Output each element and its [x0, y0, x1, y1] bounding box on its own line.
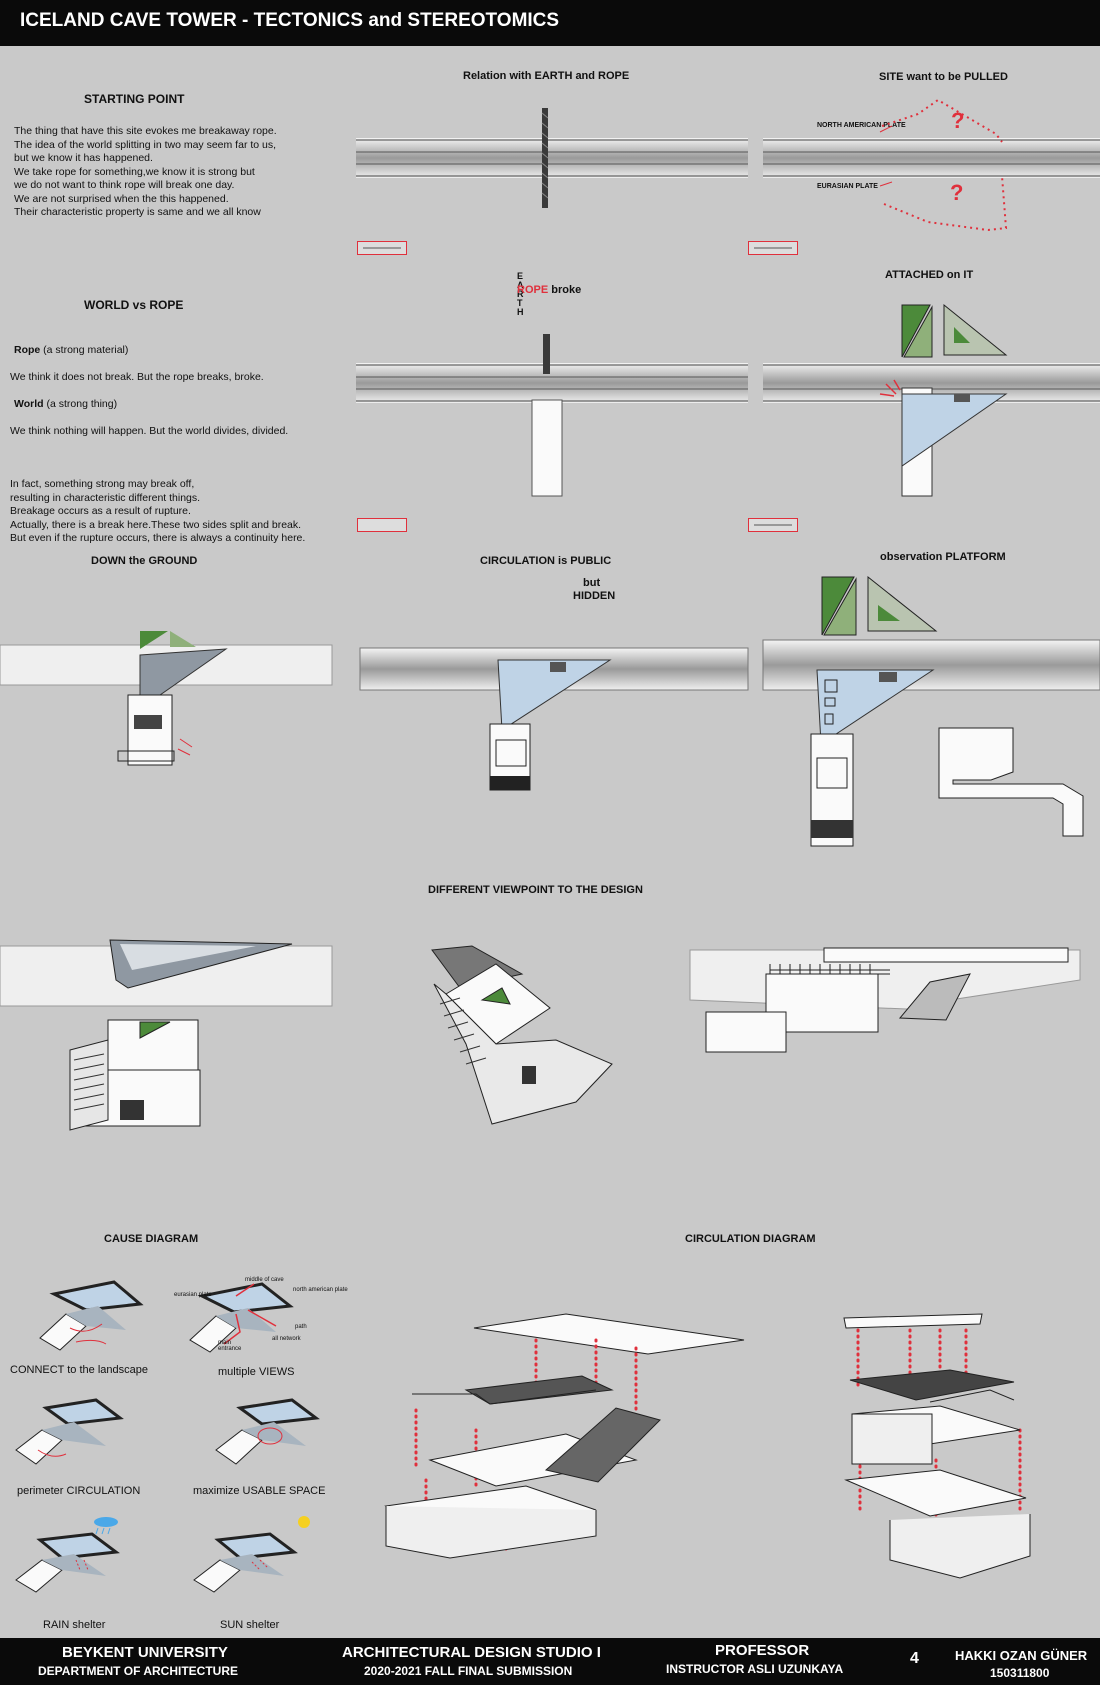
- annot-eurasian: eurasian plate: [174, 1292, 212, 1298]
- circulation-public-title: CIRCULATION is PUBLIC: [480, 555, 612, 567]
- cause-diagram-space: [215, 1398, 320, 1465]
- cause-caption-1: CONNECT to the landscape: [10, 1364, 148, 1376]
- rope-label: Rope: [14, 343, 41, 356]
- cause-diagram-perimeter: [15, 1398, 124, 1465]
- observation-drawing: [762, 639, 1100, 847]
- cause-diagram-connect: [39, 1280, 144, 1351]
- cause-diagram-sun: [193, 1516, 310, 1593]
- site-pulled-title: SITE want to be PULLED: [879, 71, 1008, 83]
- footer-professor: PROFESSOR: [715, 1642, 810, 1659]
- cause-diagram-rain: [15, 1517, 120, 1593]
- hidden-label: HIDDEN: [573, 590, 616, 602]
- but-label: but: [583, 577, 601, 589]
- rope-1: [541, 108, 549, 208]
- broke-word: broke: [548, 284, 582, 296]
- cause-caption-2: multiple VIEWS: [218, 1366, 295, 1378]
- north-plate-label: NORTH AMERICAN PLATE: [817, 122, 906, 129]
- annot-middle-cave: middle of cave: [245, 1277, 284, 1283]
- mini-thumb-4: [748, 518, 798, 532]
- header-bar: [0, 0, 1100, 46]
- cause-caption-4: maximize USABLE SPACE: [193, 1485, 326, 1497]
- footer-student-id: 150311800: [990, 1666, 1050, 1680]
- annot-main-entrance: main entrance: [218, 1340, 242, 1352]
- world-line: We think nothing will happen. But the wo…: [10, 424, 289, 437]
- circulation-diagram-exploded-1: [384, 1313, 745, 1559]
- observation-title: observation PLATFORM: [880, 551, 1006, 563]
- circulation-public-drawing: [359, 647, 749, 791]
- footer-department: DEPARTMENT OF ARCHITECTURE: [38, 1664, 238, 1678]
- circulation-diagram-exploded-2: [843, 1313, 1031, 1579]
- world-text-2: In fact, something strong may break off,…: [10, 478, 306, 544]
- green-triangles-2: [821, 575, 938, 636]
- starting-point-text: The thing that have this site evokes me …: [14, 125, 277, 218]
- rope-ope: OPE: [524, 284, 549, 296]
- annot-all-network: all network: [272, 1336, 301, 1342]
- footer-instructor: INSTRUCTOR ASLI UZUNKAYA: [666, 1662, 844, 1676]
- question-mark-2: ?: [950, 180, 964, 205]
- rope-line: We think it does not break. But the rope…: [10, 370, 264, 383]
- footer-studio: ARCHITECTURAL DESIGN STUDIO I: [342, 1644, 601, 1661]
- cause-caption-6: SUN shelter: [220, 1619, 280, 1631]
- cause-caption-3: perimeter CIRCULATION: [17, 1485, 141, 1497]
- cause-caption-5: RAIN shelter: [43, 1619, 106, 1631]
- attached-title: ATTACHED on IT: [885, 269, 974, 281]
- world-vs-rope-title: WORLD vs ROPE: [84, 298, 184, 312]
- pipe-ground-1: [356, 138, 748, 178]
- footer-submission: 2020-2021 FALL FINAL SUBMISSION: [364, 1664, 573, 1678]
- annot-path: path: [295, 1324, 307, 1330]
- cause-diagram-views: [189, 1282, 294, 1353]
- pipe-ground-2: [763, 138, 1100, 178]
- broken-rope-block: [531, 334, 563, 497]
- world-vs-rope-text: Rope (a strong material) We think it doe…: [10, 330, 340, 559]
- world-paren: (a strong thing): [43, 397, 118, 410]
- attached-triangle-block: [879, 379, 1008, 497]
- world-label: World: [14, 397, 44, 410]
- down-ground-drawing: [0, 631, 333, 766]
- viewpoint-drawing-2: [431, 945, 613, 1125]
- footer-bar: [0, 1638, 1100, 1685]
- cause-title: CAUSE DIAGRAM: [104, 1233, 199, 1245]
- eurasian-plate-label: EURASIAN PLATE: [817, 183, 878, 190]
- question-mark-1: ?: [951, 108, 965, 133]
- down-ground-title: DOWN the GROUND: [91, 555, 198, 567]
- mini-thumb-2: [748, 241, 798, 255]
- viewpoint-drawing-1: [0, 939, 333, 1131]
- page-title: ICELAND CAVE TOWER - TECTONICS and STERE…: [20, 10, 560, 31]
- relation-title: Relation with EARTH and ROPE: [463, 70, 630, 82]
- mini-thumb-3: [357, 518, 407, 532]
- circulation-title: CIRCULATION DIAGRAM: [685, 1233, 816, 1245]
- footer-student-name: HAKKI OZAN GÜNER: [955, 1648, 1088, 1663]
- rope-r: R: [517, 284, 525, 296]
- green-triangles-1: [901, 303, 1008, 358]
- pull-outline: [879, 98, 1008, 232]
- footer-university: BEYKENT UNIVERSITY: [62, 1644, 228, 1661]
- earth-vertical-label: EARTH: [517, 271, 524, 317]
- annot-north-american: north american plate: [293, 1287, 348, 1293]
- starting-point-title: STARTING POINT: [84, 92, 185, 106]
- rope-broke-label: ROPE broke: [517, 284, 581, 296]
- mini-thumb-1: [357, 241, 407, 255]
- rope-paren: (a strong material): [40, 343, 129, 356]
- viewpoint-drawing-3: [689, 947, 1081, 1053]
- viewpoint-title: DIFFERENT VIEWPOINT TO THE DESIGN: [428, 884, 643, 896]
- footer-page-number: 4: [910, 1650, 919, 1667]
